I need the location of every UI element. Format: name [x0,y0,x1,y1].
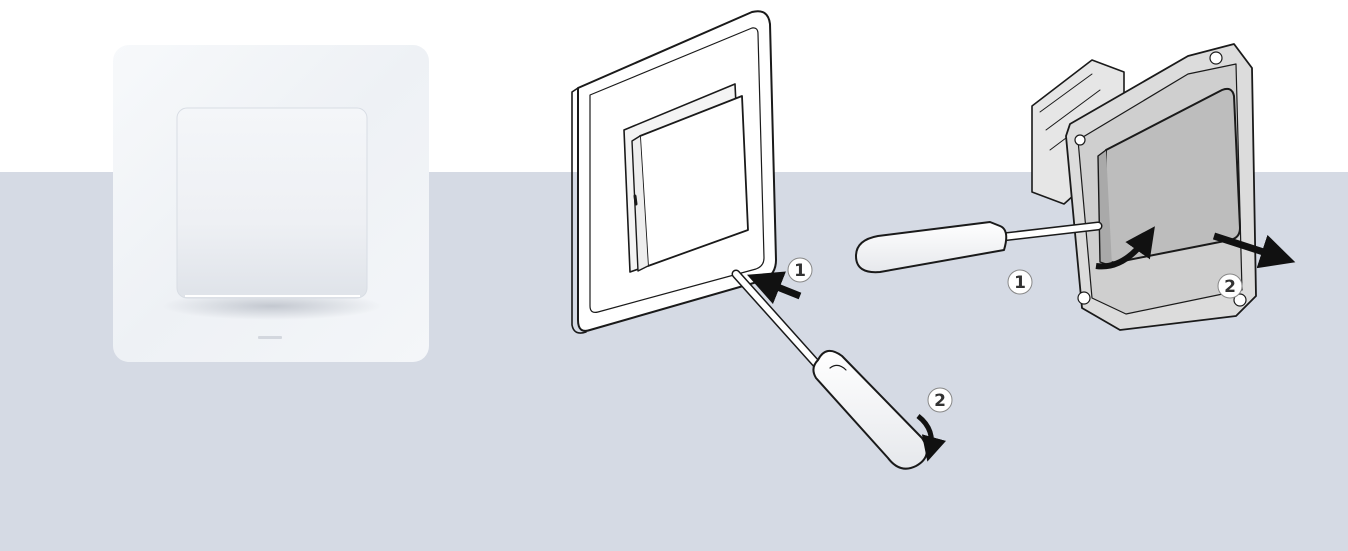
rocker-indicator [635,196,636,204]
panel3-step2-label: 2 [1224,277,1236,297]
panel3-step2-badge: 2 [1218,274,1242,298]
switch-photo [113,45,429,362]
rocker-button [177,108,367,298]
panel3-step1-badge: 1 [1008,270,1032,294]
panel3-step1-label: 1 [1014,273,1026,293]
panel2-step2-label: 2 [934,391,946,411]
brand-mark [258,336,282,339]
panel2-step1-badge: 1 [788,258,812,282]
panel2-step1-label: 1 [794,261,806,281]
panel2-step2-badge: 2 [928,388,952,412]
